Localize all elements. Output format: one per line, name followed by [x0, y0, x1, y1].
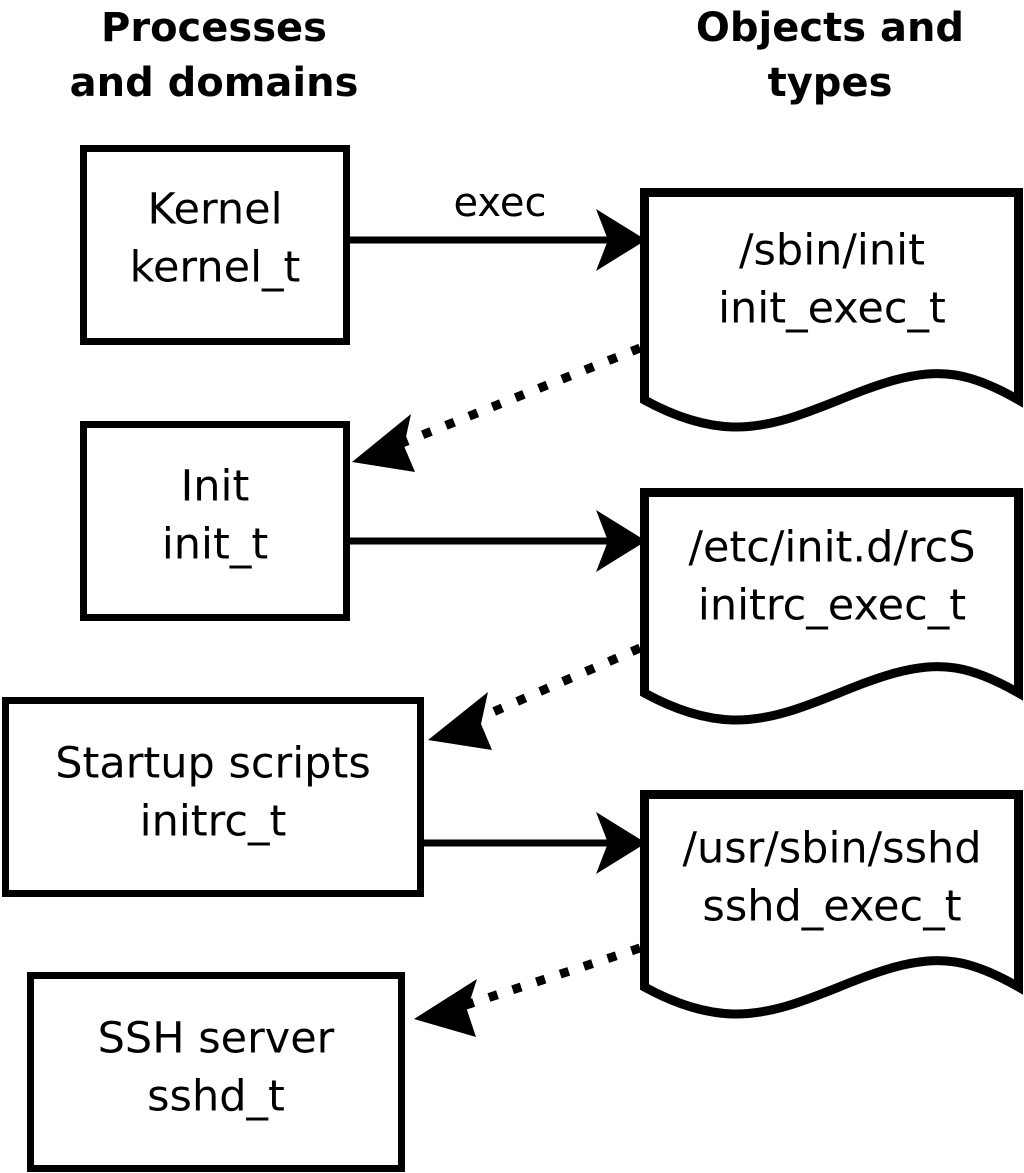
edge-line [390, 343, 642, 452]
process-node-sshd[interactable]: SSH server sshd_t [27, 972, 405, 1172]
column-header-objects-line1: Objects and [696, 5, 964, 51]
node-label-line2: initrc_t [140, 797, 287, 847]
node-label-line1: /etc/init.d/rcS [688, 523, 975, 573]
process-node-initrc[interactable]: Startup scripts initrc_t [2, 697, 424, 897]
arrow-head-icon [352, 414, 415, 472]
process-node-kernel[interactable]: Kernel kernel_t [80, 145, 350, 345]
arrow-head-icon [428, 692, 492, 750]
column-header-objects-line2: types [768, 60, 893, 106]
node-label-line1: SSH server [98, 1014, 335, 1064]
edge-kernel-exec-init_exec: exec [348, 180, 646, 271]
node-label-line1: Init [181, 462, 250, 512]
edge-label-exec: exec [454, 180, 547, 226]
column-header-processes: Processes and domains [70, 5, 359, 106]
object-node-init_exec[interactable]: /sbin/init init_exec_t [640, 188, 1023, 432]
arrow-head-icon [596, 209, 646, 271]
object-node-initrc_exec[interactable]: /etc/init.d/rcS initrc_exec_t [640, 488, 1023, 725]
node-label-line2: init_exec_t [718, 284, 946, 334]
node-label-line2: kernel_t [130, 243, 301, 293]
node-box[interactable] [80, 421, 350, 621]
node-label-line2: sshd_exec_t [702, 882, 961, 932]
arrow-head-icon [414, 979, 477, 1037]
node-box[interactable] [2, 697, 424, 897]
edge-initrc_exec-transition-initrc [428, 643, 642, 750]
node-box[interactable] [27, 972, 405, 1172]
edge-initrc-exec-sshd_exec [424, 812, 646, 874]
edge-line [468, 643, 642, 727]
node-document-shape[interactable] [640, 488, 1023, 725]
column-header-processes-line2: and domains [70, 60, 359, 106]
node-document-shape[interactable] [640, 790, 1023, 1019]
node-box[interactable] [80, 145, 350, 345]
column-header-processes-line1: Processes [101, 5, 327, 51]
node-label-line2: initrc_exec_t [698, 581, 966, 631]
column-header-objects: Objects and types [696, 5, 964, 106]
node-label-line1: Startup scripts [55, 739, 371, 789]
arrow-head-icon [596, 510, 646, 572]
node-label-line1: Kernel [147, 185, 282, 235]
node-label-line2: sshd_t [147, 1072, 285, 1122]
node-label-line1: /sbin/init [739, 226, 925, 276]
arrow-head-icon [596, 812, 646, 874]
process-node-init[interactable]: Init init_t [80, 421, 350, 621]
edge-init-exec-initrc_exec [348, 510, 646, 572]
edge-sshd_exec-transition-sshd [414, 943, 642, 1037]
edge-line [464, 943, 642, 1010]
edge-init_exec-transition-init [352, 343, 642, 472]
node-label-line1: /usr/sbin/sshd [682, 824, 981, 874]
node-label-line2: init_t [162, 520, 268, 570]
object-node-sshd_exec[interactable]: /usr/sbin/sshd sshd_exec_t [640, 790, 1023, 1019]
node-document-shape[interactable] [640, 188, 1023, 432]
